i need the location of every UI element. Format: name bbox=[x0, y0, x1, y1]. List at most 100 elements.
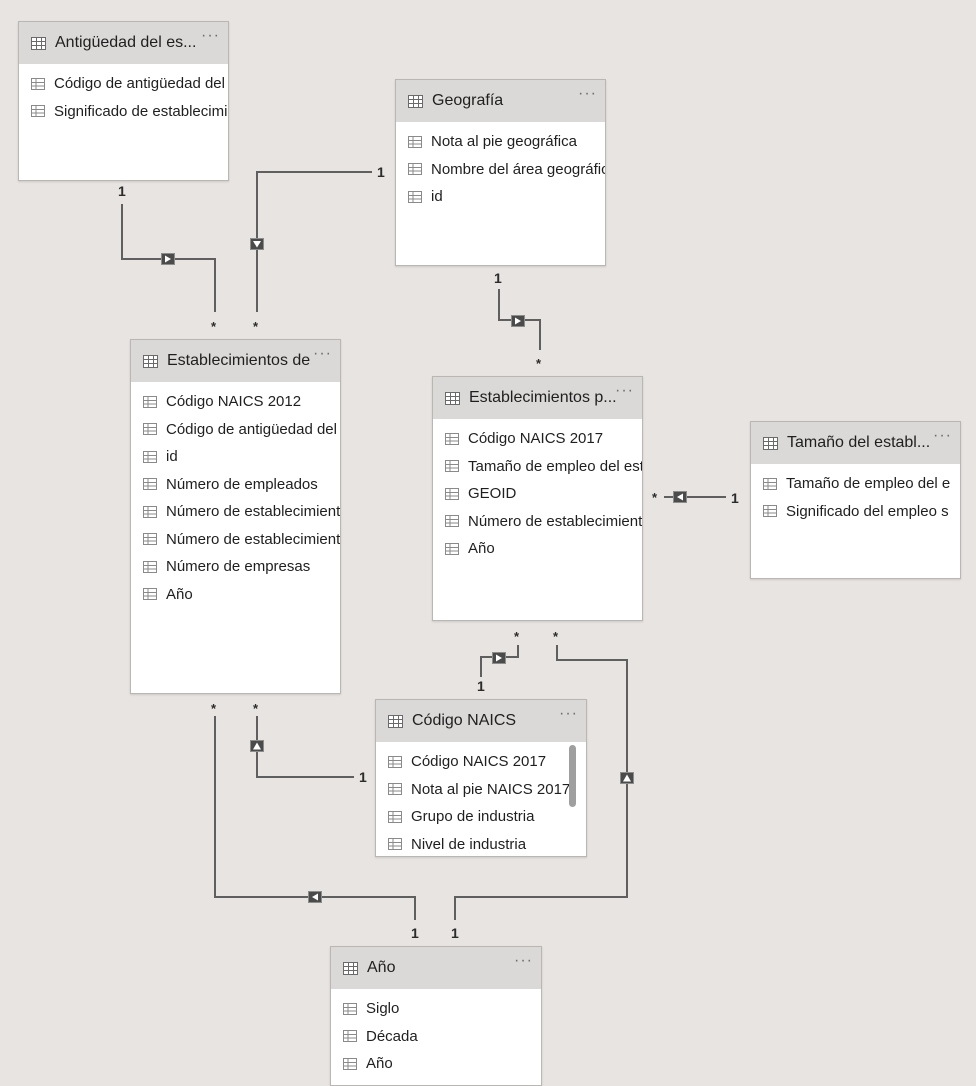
field-row[interactable]: Código NAICS 2017 bbox=[433, 425, 642, 453]
table-card-establecimientos-p[interactable]: Establecimientos p... ··· Código NAICS 2… bbox=[432, 376, 643, 621]
field-row[interactable]: Año bbox=[131, 581, 340, 609]
field-row[interactable]: Código de antigüedad del bbox=[131, 416, 340, 444]
field-name: Código de antigüedad del e bbox=[54, 75, 228, 93]
table-card-establecimientos-de[interactable]: Establecimientos de ··· Código NAICS 201… bbox=[130, 339, 341, 694]
field-row[interactable]: Significado de establecimie bbox=[19, 98, 228, 126]
field-icon bbox=[343, 1030, 357, 1043]
field-row[interactable]: Año bbox=[331, 1050, 541, 1078]
table-card-tamano[interactable]: Tamaño del establ... ··· Tamaño de emple… bbox=[750, 421, 961, 579]
field-name: Número de establecimient bbox=[166, 530, 340, 548]
field-name: Código NAICS 2017 bbox=[411, 753, 547, 771]
more-options-button[interactable]: ··· bbox=[514, 952, 533, 969]
table-card-geografia[interactable]: Geografía ··· Nota al pie geográfica Nom… bbox=[395, 79, 606, 266]
field-icon bbox=[143, 395, 157, 408]
field-icon bbox=[388, 755, 402, 768]
filter-direction-arrow-icon[interactable] bbox=[620, 772, 634, 784]
more-options-button[interactable]: ··· bbox=[313, 345, 332, 362]
field-row[interactable]: Década bbox=[331, 1023, 541, 1051]
table-title: Establecimientos de bbox=[167, 352, 311, 369]
filter-direction-arrow-icon[interactable] bbox=[308, 891, 322, 903]
field-row[interactable]: Nota al pie geográfica bbox=[396, 128, 605, 156]
more-options-button[interactable]: ··· bbox=[559, 705, 578, 722]
field-name: Código NAICS 2012 bbox=[166, 393, 302, 411]
field-row[interactable]: Nombre del área geográfic bbox=[396, 156, 605, 184]
field-icon bbox=[445, 432, 459, 445]
relationship-line[interactable] bbox=[256, 716, 354, 778]
field-icon bbox=[143, 478, 157, 491]
field-name: Grupo de industria bbox=[411, 808, 535, 826]
field-icon bbox=[408, 190, 422, 203]
filter-direction-arrow-icon[interactable] bbox=[250, 740, 264, 752]
field-name: Nota al pie NAICS 2017 bbox=[411, 780, 571, 798]
table-header[interactable]: Establecimientos de ··· bbox=[131, 340, 340, 382]
field-name: Año bbox=[166, 585, 193, 603]
filter-direction-arrow-icon[interactable] bbox=[673, 491, 687, 503]
field-icon bbox=[143, 588, 157, 601]
field-row[interactable]: Número de empresas bbox=[131, 553, 340, 581]
field-row[interactable]: Tamaño de empleo del e bbox=[751, 470, 960, 498]
field-row[interactable]: Siglo bbox=[331, 995, 541, 1023]
field-icon bbox=[343, 1002, 357, 1015]
field-name: Nota al pie geográfica bbox=[431, 133, 577, 151]
field-row[interactable]: Tamaño de empleo del est bbox=[433, 453, 642, 481]
table-icon bbox=[143, 354, 158, 368]
more-options-button[interactable]: ··· bbox=[615, 382, 634, 399]
field-row[interactable]: Número de empleados bbox=[131, 471, 340, 499]
field-row[interactable]: GEOID bbox=[433, 480, 642, 508]
field-icon bbox=[763, 505, 777, 518]
field-row[interactable]: id bbox=[396, 183, 605, 211]
field-row[interactable]: Código NAICS 2012 bbox=[131, 388, 340, 416]
field-row[interactable]: Significado del empleo s bbox=[751, 498, 960, 526]
filter-direction-arrow-icon[interactable] bbox=[250, 238, 264, 250]
table-header[interactable]: Geografía ··· bbox=[396, 80, 605, 122]
table-card-anio[interactable]: Año ··· Siglo Década Año bbox=[330, 946, 542, 1086]
field-row[interactable]: Nota al pie NAICS 2017 bbox=[376, 776, 586, 804]
filter-direction-arrow-icon[interactable] bbox=[161, 253, 175, 265]
table-header[interactable]: Código NAICS ··· bbox=[376, 700, 586, 742]
field-icon bbox=[445, 460, 459, 473]
relationship-line[interactable] bbox=[256, 171, 372, 312]
more-options-button[interactable]: ··· bbox=[933, 427, 952, 444]
field-row[interactable]: Código de antigüedad del e bbox=[19, 70, 228, 98]
field-icon bbox=[31, 77, 45, 90]
more-options-button[interactable]: ··· bbox=[578, 85, 597, 102]
scrollbar[interactable] bbox=[569, 745, 576, 807]
table-card-codigo-naics[interactable]: Código NAICS ··· Código NAICS 2017 Nota … bbox=[375, 699, 587, 857]
table-title: Establecimientos p... bbox=[469, 389, 617, 406]
table-card-antiguedad[interactable]: Antigüedad del es... ··· Código de antig… bbox=[18, 21, 229, 181]
field-row[interactable]: id bbox=[131, 443, 340, 471]
table-title: Tamaño del establ... bbox=[787, 434, 931, 451]
field-row[interactable]: Número de establecimient bbox=[131, 526, 340, 554]
cardinality-many-label: * bbox=[652, 490, 658, 505]
field-icon bbox=[343, 1057, 357, 1070]
cardinality-many-label: * bbox=[211, 701, 217, 716]
field-name: Número de establecimient bbox=[166, 503, 340, 521]
field-row[interactable]: Grupo de industria bbox=[376, 803, 586, 831]
field-name: Siglo bbox=[366, 1000, 400, 1018]
field-row[interactable]: Nivel de industria bbox=[376, 831, 586, 857]
table-header[interactable]: Tamaño del establ... ··· bbox=[751, 422, 960, 464]
cardinality-one-label: 1 bbox=[477, 678, 485, 694]
more-options-button[interactable]: ··· bbox=[201, 27, 220, 44]
cardinality-many-label: * bbox=[211, 319, 217, 334]
cardinality-many-label: * bbox=[253, 319, 259, 334]
field-name: Tamaño de empleo del e bbox=[786, 475, 951, 493]
filter-direction-arrow-icon[interactable] bbox=[492, 652, 506, 664]
field-icon bbox=[143, 533, 157, 546]
field-row[interactable]: Código NAICS 2017 bbox=[376, 748, 586, 776]
field-row[interactable]: Número de establecimient bbox=[433, 508, 642, 536]
table-header[interactable]: Antigüedad del es... ··· bbox=[19, 22, 228, 64]
cardinality-one-label: 1 bbox=[411, 925, 419, 941]
field-row[interactable]: Año bbox=[433, 535, 642, 563]
field-name: Código NAICS 2017 bbox=[468, 430, 604, 448]
field-name: GEOID bbox=[468, 485, 517, 503]
cardinality-one-label: 1 bbox=[377, 164, 385, 180]
filter-direction-arrow-icon[interactable] bbox=[511, 315, 525, 327]
field-name: Década bbox=[366, 1027, 418, 1045]
cardinality-one-label: 1 bbox=[359, 769, 367, 785]
field-row[interactable]: Número de establecimient bbox=[131, 498, 340, 526]
table-icon bbox=[408, 94, 423, 108]
table-header[interactable]: Establecimientos p... ··· bbox=[433, 377, 642, 419]
table-header[interactable]: Año ··· bbox=[331, 947, 541, 989]
field-name: Número de establecimient bbox=[468, 512, 642, 530]
